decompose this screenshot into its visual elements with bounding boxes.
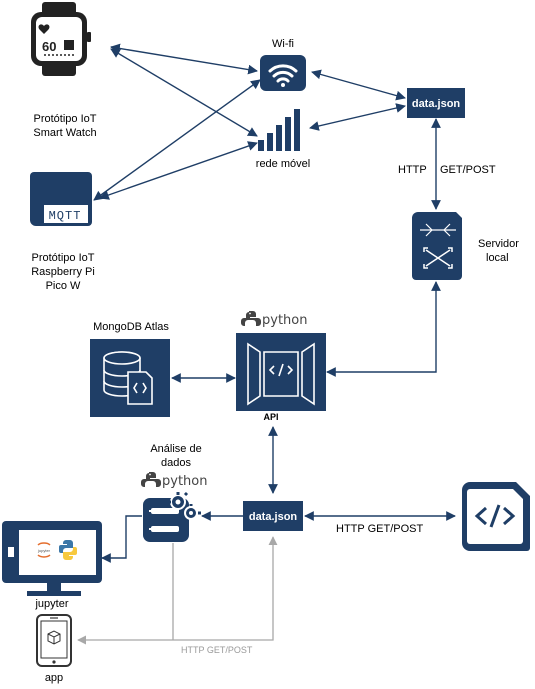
router-switch-icon — [412, 212, 462, 280]
smartwatch-node: 60 Protótipo IoT Smart Watch — [31, 2, 97, 139]
gray-edges — [77, 536, 278, 645]
http-top-label-right: GET/POST — [440, 164, 496, 176]
mqtt-label-2: Raspberry Pi — [31, 266, 95, 278]
jupyter-label: jupyter — [34, 598, 68, 610]
mqtt-node: MQTT Protótipo IoT Raspberry Pi Pico W — [30, 172, 95, 292]
python-text-api: python — [262, 313, 307, 328]
smartwatch-label-2: Smart Watch — [33, 127, 96, 139]
analysis-label-1: Análise de — [150, 443, 201, 455]
wifi-label: Wi-fi — [272, 38, 294, 50]
signal-bars-icon — [258, 109, 300, 151]
smartphone-icon — [36, 614, 72, 667]
jupyter-node: jupyter jupyter — [2, 521, 102, 610]
data-json-top-node: data.json — [407, 88, 465, 118]
code-document-node — [462, 482, 530, 551]
data-json-bottom-node: data.json — [243, 501, 303, 531]
wifi-icon — [260, 55, 306, 91]
database-document-icon — [103, 351, 153, 405]
python-icon — [141, 472, 161, 487]
server-label-1: Servidor — [478, 238, 519, 250]
smartwatch-icon: 60 — [31, 2, 91, 76]
analytics-gears-icon — [143, 491, 201, 542]
edge-mqtt-wifi — [93, 79, 261, 201]
edge-server-api — [326, 281, 441, 377]
edge-app-data — [77, 536, 278, 645]
api-label: API — [263, 412, 278, 422]
http-gray-label: HTTP GET/POST — [181, 645, 253, 655]
smartwatch-screen-value: 60 — [42, 39, 56, 54]
mobile-node: rede móvel — [256, 109, 310, 170]
smartwatch-label-1: Protótipo IoT — [34, 113, 97, 125]
mobile-label: rede móvel — [256, 158, 310, 170]
python-text-analysis: python — [162, 474, 207, 489]
server-node: Servidor local — [412, 212, 519, 280]
analysis-node: Análise de dados python — [141, 443, 207, 542]
python-logo-icon — [59, 540, 77, 560]
app-label: app — [45, 672, 63, 684]
api-gateway-icon — [247, 342, 315, 406]
edges — [93, 43, 456, 563]
app-node: app — [36, 614, 72, 684]
mqtt-logo-text: MQTT — [49, 209, 82, 223]
edge-watch-mobile — [110, 48, 258, 137]
mqtt-label-3: Pico W — [46, 280, 81, 292]
data-json-bottom-label: data.json — [249, 511, 298, 523]
svg-text:jupyter: jupyter — [37, 548, 51, 553]
jupyter-logo-icon: jupyter — [37, 542, 51, 558]
mqtt-icon: MQTT — [30, 172, 92, 226]
python-icon — [241, 311, 261, 326]
python-logo-api: python — [241, 311, 307, 328]
edge-watch-wifi — [110, 43, 258, 75]
mqtt-label-1: Protótipo IoT — [32, 252, 95, 264]
edge-analysis-jupyter — [101, 515, 142, 563]
data-json-top-label: data.json — [412, 98, 461, 110]
code-file-icon — [462, 482, 530, 551]
edge-mqtt-mobile — [99, 141, 258, 200]
wifi-node: Wi-fi — [260, 38, 306, 91]
server-label-2: local — [486, 252, 509, 264]
mongodb-node: MongoDB Atlas — [90, 321, 170, 417]
edge-wifi-data — [311, 69, 406, 101]
api-node: API — [236, 333, 326, 422]
mongodb-label: MongoDB Atlas — [93, 321, 169, 333]
desktop-monitor-icon: jupyter — [2, 521, 102, 596]
analysis-label-2: dados — [161, 457, 191, 469]
http-bottom-label: HTTP GET/POST — [336, 523, 423, 535]
edge-mobile-data — [309, 103, 406, 131]
http-top-label-left: HTTP — [398, 164, 427, 176]
